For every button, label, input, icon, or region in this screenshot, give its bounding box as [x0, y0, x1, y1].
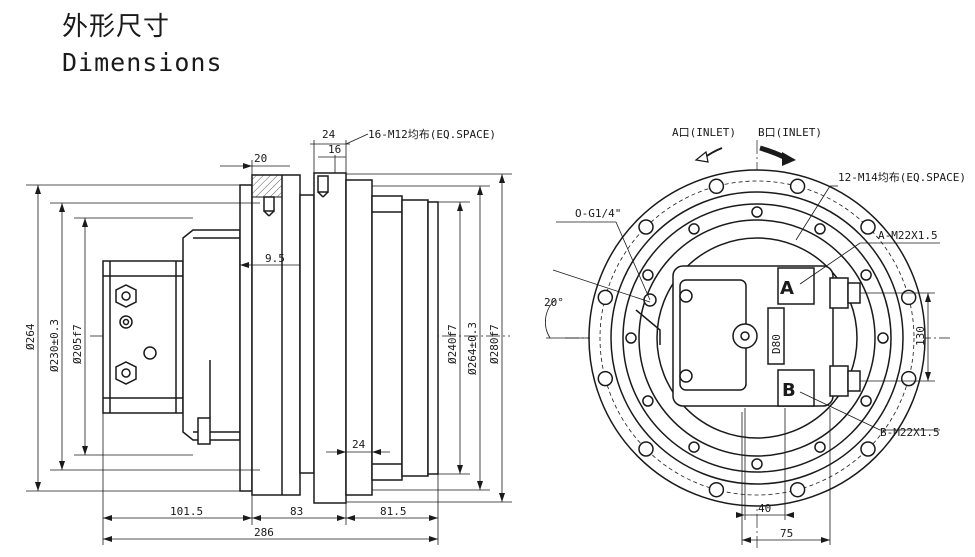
bolt-hole [597, 289, 614, 306]
bolt-hole [860, 219, 876, 235]
port-letter-a: A [780, 278, 794, 299]
dim-phi230: Ø230±0.3 [48, 319, 61, 372]
dim-24-top: 24 [322, 128, 336, 141]
inner-bolt [688, 441, 700, 453]
dim-20: 20 [254, 152, 267, 165]
dim-40: 40 [758, 502, 771, 515]
gear-hub [371, 195, 439, 481]
lobes-inner [625, 206, 889, 470]
dim-130: 130 [914, 326, 927, 346]
dim-phi280: Ø280f7 [488, 324, 501, 364]
bolt-hole [860, 441, 876, 457]
dim-verticals-right [346, 173, 512, 503]
dim-phi264: Ø264 [24, 323, 37, 350]
mounting-flange [239, 174, 301, 496]
inner-bolt [625, 332, 637, 344]
port-b-label: B口(INLET) [758, 126, 822, 139]
bolt-hole [789, 481, 806, 498]
dim-9-5: 9.5 [265, 252, 285, 265]
dim-phi264b: Ø264±0.3 [466, 322, 479, 375]
title-english: Dimensions [62, 48, 223, 77]
bolt-spec-front: 12-M14均布(EQ.SPACE) [838, 171, 966, 184]
dim-101-5: 101.5 [170, 505, 203, 518]
inner-bolt [860, 395, 872, 407]
port-plug [119, 315, 133, 329]
dim-top [220, 140, 350, 175]
bolt-spec-side: 16-M12均布(EQ.SPACE) [368, 128, 496, 141]
title-chinese: 外形尺寸 [62, 12, 171, 42]
dim-83: 83 [290, 505, 303, 518]
dim-81-5: 81.5 [380, 505, 407, 518]
bolt-hole [708, 178, 725, 195]
bolt-hole [638, 219, 654, 235]
rotation-arrow-a [694, 147, 723, 163]
angle-20: 20° [544, 296, 564, 309]
dim-verticals-left [26, 184, 260, 492]
bolt-hole [708, 481, 725, 498]
port-a-label: A口(INLET) [672, 126, 736, 139]
dim-phi205: Ø205f7 [71, 324, 84, 364]
bolt-hole [597, 370, 614, 387]
ring-spacer [299, 194, 315, 474]
inner-bolt [751, 206, 763, 218]
inner-bolt [642, 395, 654, 407]
side-view: 20 24 16 16-M12均布(EQ.SPACE) 9.5 24 [24, 128, 512, 545]
port-letter-b: B [782, 380, 796, 401]
thread-b-label: B-M22X1.5 [880, 426, 940, 439]
hex-fitting-upper [115, 284, 137, 308]
inner-bolt [642, 269, 654, 281]
inner-bolt [814, 223, 826, 235]
dim-24-bottom: 24 [352, 438, 366, 451]
bolt-hole [900, 370, 917, 387]
dim-286: 286 [254, 526, 274, 539]
inner-bolt [814, 441, 826, 453]
bolt-hole [900, 289, 917, 306]
inner-bolt [860, 269, 872, 281]
dim-16: 16 [328, 143, 341, 156]
dim-phi240: Ø240f7 [446, 324, 459, 364]
rotating-flange [313, 172, 373, 504]
drain-gauge-label: O-G1/4" [575, 207, 621, 220]
hex-fitting-lower [115, 361, 137, 385]
model-stamp: D80 [770, 334, 783, 354]
motor-housing [182, 229, 241, 445]
valve-plate: A B D80 [672, 265, 861, 407]
dim-75: 75 [780, 527, 793, 540]
bolt-holes-outer [597, 178, 917, 498]
inner-bolt [751, 458, 763, 470]
front-view: A B D80 A口(INLET) B口(INLET) [544, 126, 966, 548]
thread-a-label: A-M22X1.5 [878, 229, 938, 242]
valve-block [102, 260, 184, 414]
rotation-arrow-b [759, 145, 796, 166]
small-port [143, 346, 157, 360]
inner-bolt [877, 332, 889, 344]
dim-bottom [102, 413, 439, 545]
bolt-hole [789, 178, 806, 195]
inner-bolt [688, 223, 700, 235]
bolt-hole [638, 441, 654, 457]
